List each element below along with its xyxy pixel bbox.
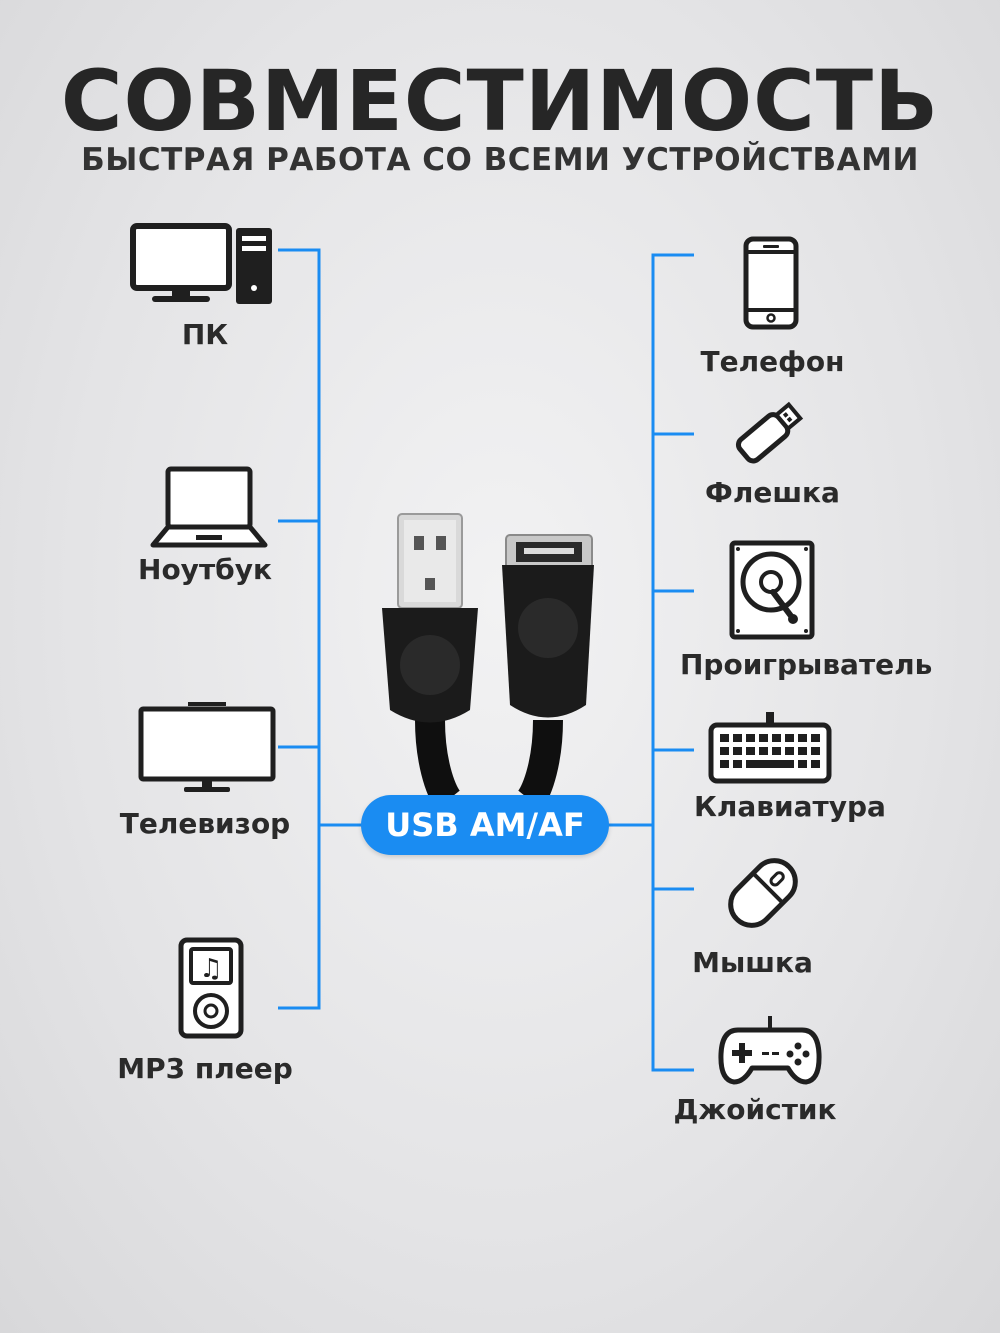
device-label-gamepad: Джойстик <box>673 1093 837 1126</box>
tv-icon <box>138 702 276 792</box>
right-connector-lines <box>608 253 694 1072</box>
device-label-laptop: Ноутбук <box>138 553 272 586</box>
phone-icon <box>743 236 799 330</box>
gamepad-icon <box>718 1016 822 1085</box>
device-label-phone: Телефон <box>700 345 845 378</box>
disc-player-icon <box>729 540 815 640</box>
device-label-tv: Телевизор <box>119 807 291 840</box>
device-label-mouse: Мышка <box>692 946 813 979</box>
flash-drive-icon <box>735 401 804 464</box>
device-label-keyboard: Клавиатура <box>694 790 886 823</box>
device-label-pc: ПК <box>181 318 229 351</box>
device-label-flash-drive: Флешка <box>705 476 840 509</box>
left-connector-lines <box>278 248 362 1010</box>
pc-icon <box>130 223 272 304</box>
page-subtitle: БЫСТРАЯ РАБОТА СО ВСЕМИ УСТРОЙСТВАМИ <box>81 142 919 178</box>
keyboard-icon <box>708 712 832 784</box>
device-label-disc-player: Проигрыватель <box>680 648 933 681</box>
device-label-mp3: MP3 плеер <box>117 1052 293 1085</box>
page-title: СОВМЕСТИМОСТЬ <box>60 52 940 150</box>
svg-text:♫: ♫ <box>199 954 222 984</box>
laptop-icon <box>150 466 268 548</box>
usb-cable-picture <box>382 513 594 810</box>
mouse-icon <box>728 858 798 928</box>
mp3-player-icon: ♫ <box>178 937 244 1039</box>
usb-am-af-badge: USB AM/AF <box>361 795 609 855</box>
